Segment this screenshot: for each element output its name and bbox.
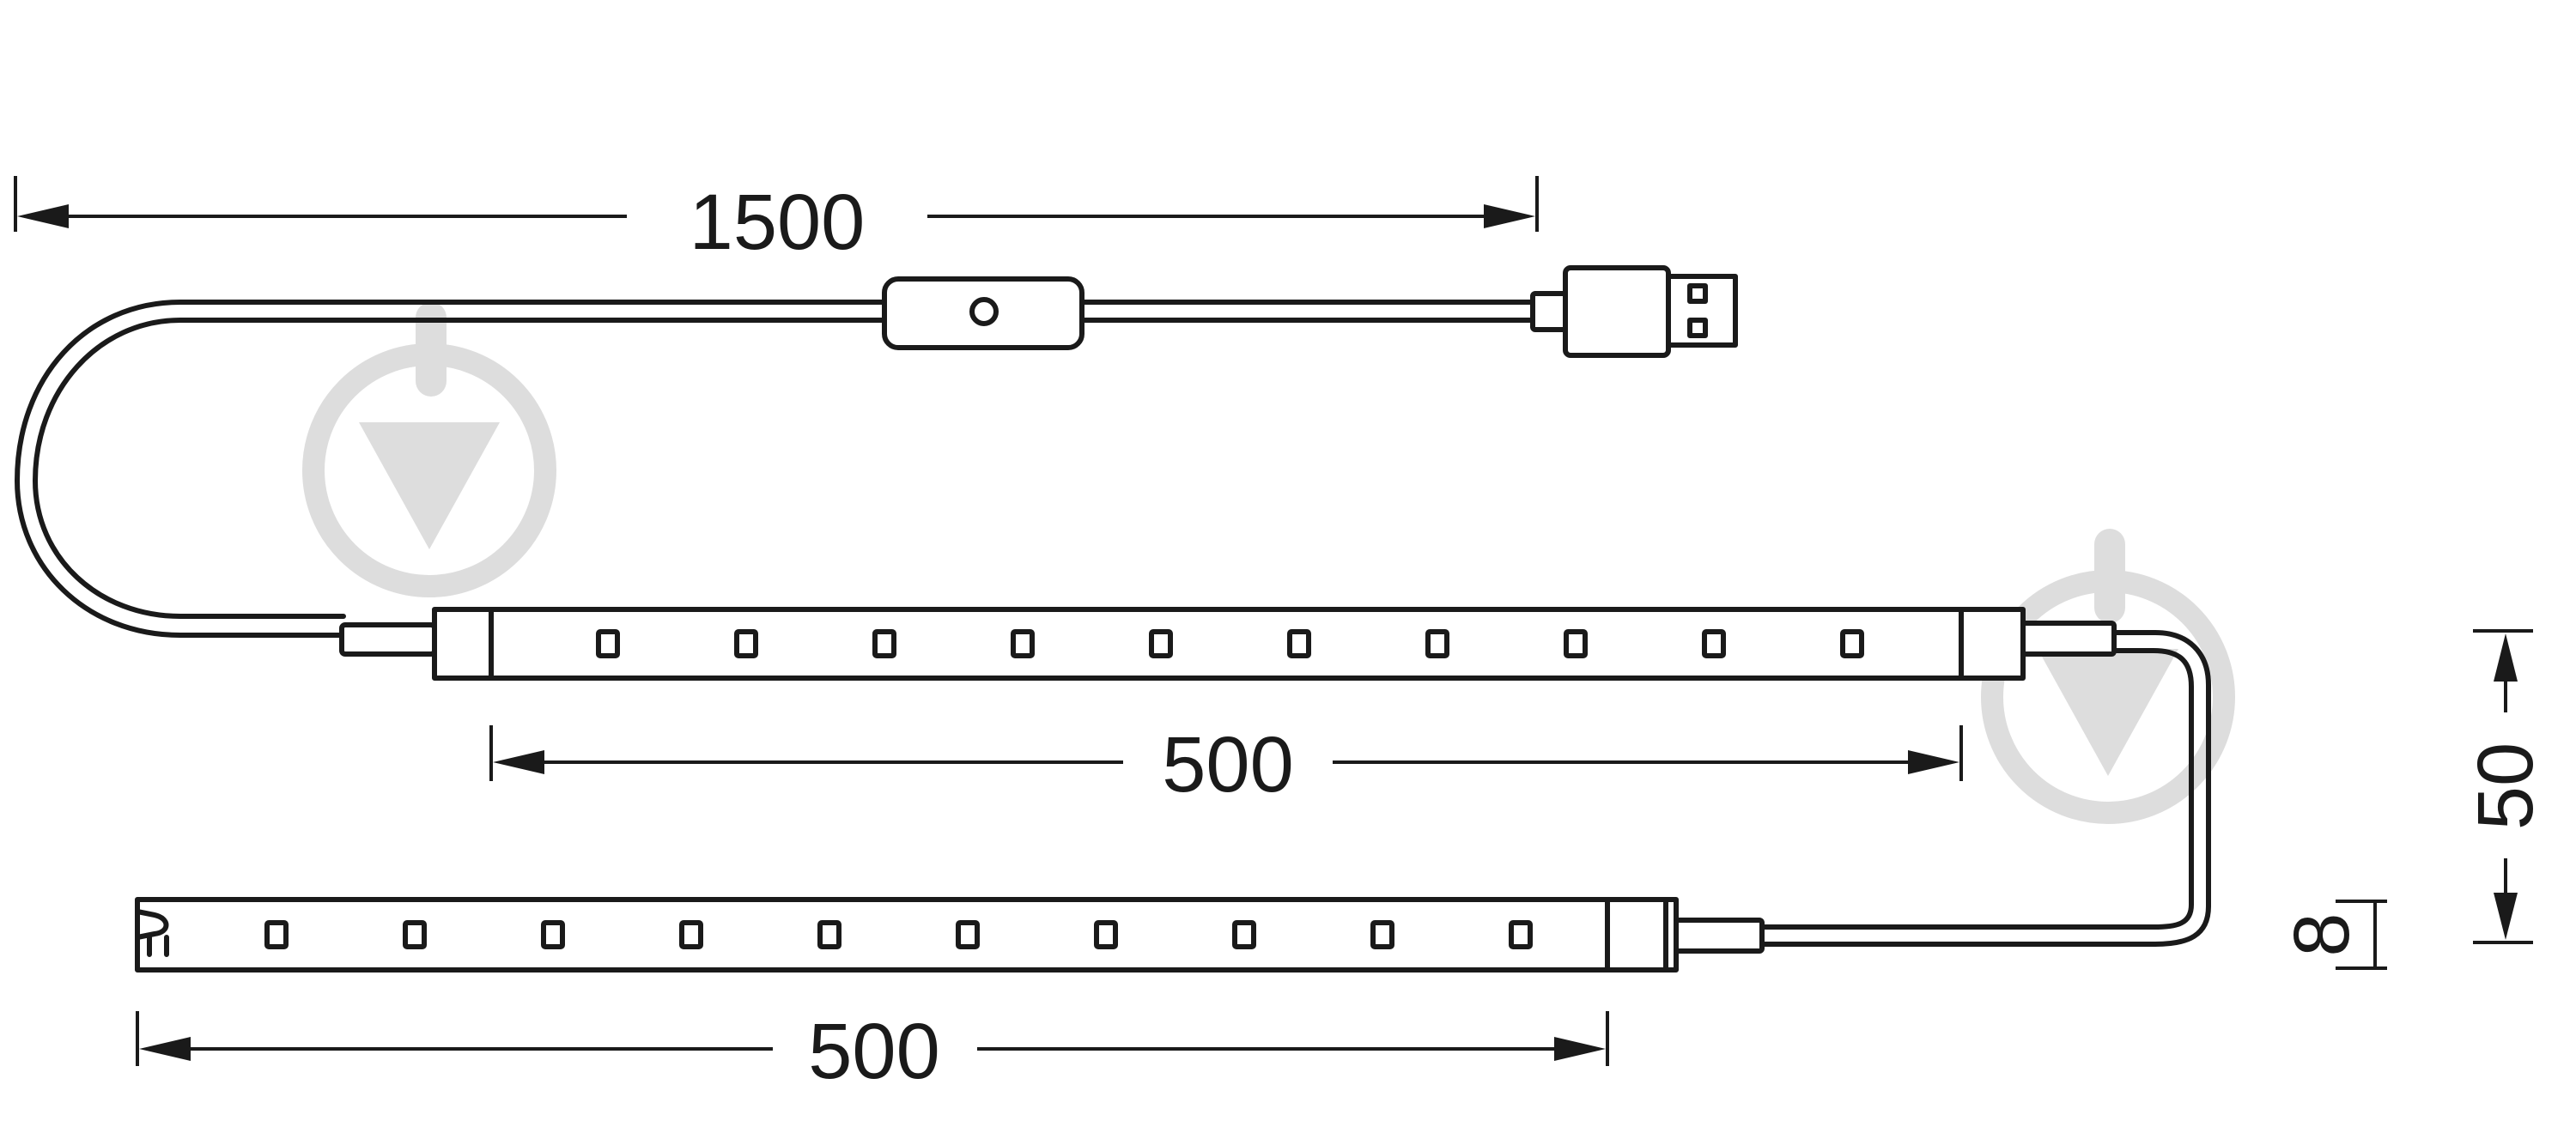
strip-spacing-label: 50 [2462, 742, 2549, 830]
interconnect-cable [1758, 621, 2211, 947]
led-chip [541, 920, 565, 949]
led-chip [872, 629, 896, 658]
upper-led-strip [339, 607, 2026, 681]
led-chip [1287, 629, 1311, 658]
upper-strip-length-dimension: 500 [489, 721, 1963, 809]
download-watermark-icon [1981, 529, 2235, 824]
led-chip [596, 629, 620, 658]
led-chip [817, 920, 841, 949]
led-chip [1425, 629, 1449, 658]
lower-strip-length-label: 500 [808, 1008, 940, 1095]
led-chip [1840, 629, 1864, 658]
cable-length-label: 1500 [690, 179, 866, 266]
usb-cable [15, 300, 1540, 638]
strip-height-dimension: 8 [2278, 900, 2387, 970]
led-chip [1094, 920, 1118, 949]
led-chip [1011, 629, 1035, 658]
led-chip [1509, 920, 1533, 949]
inline-switch-icon [882, 276, 1084, 350]
led-chip [1149, 629, 1173, 658]
led-chip [679, 920, 703, 949]
lower-led-strip [135, 897, 1765, 972]
download-watermark-icon [302, 302, 556, 597]
lower-strip-length-dimension: 500 [136, 1008, 1609, 1095]
strip-height-label: 8 [2278, 912, 2366, 956]
led-chip [403, 920, 427, 949]
led-chip [1702, 629, 1726, 658]
led-chip [264, 920, 289, 949]
led-chip [956, 920, 980, 949]
upper-strip-length-label: 500 [1162, 721, 1294, 809]
strip-spacing-dimension: 50 [2462, 629, 2549, 944]
usb-plug-icon [1530, 265, 1738, 358]
led-chip [734, 629, 758, 658]
led-chip [1370, 920, 1394, 949]
led-chip [1232, 920, 1256, 949]
cable-length-dimension: 1500 [14, 176, 1539, 266]
led-chip [1564, 629, 1588, 658]
